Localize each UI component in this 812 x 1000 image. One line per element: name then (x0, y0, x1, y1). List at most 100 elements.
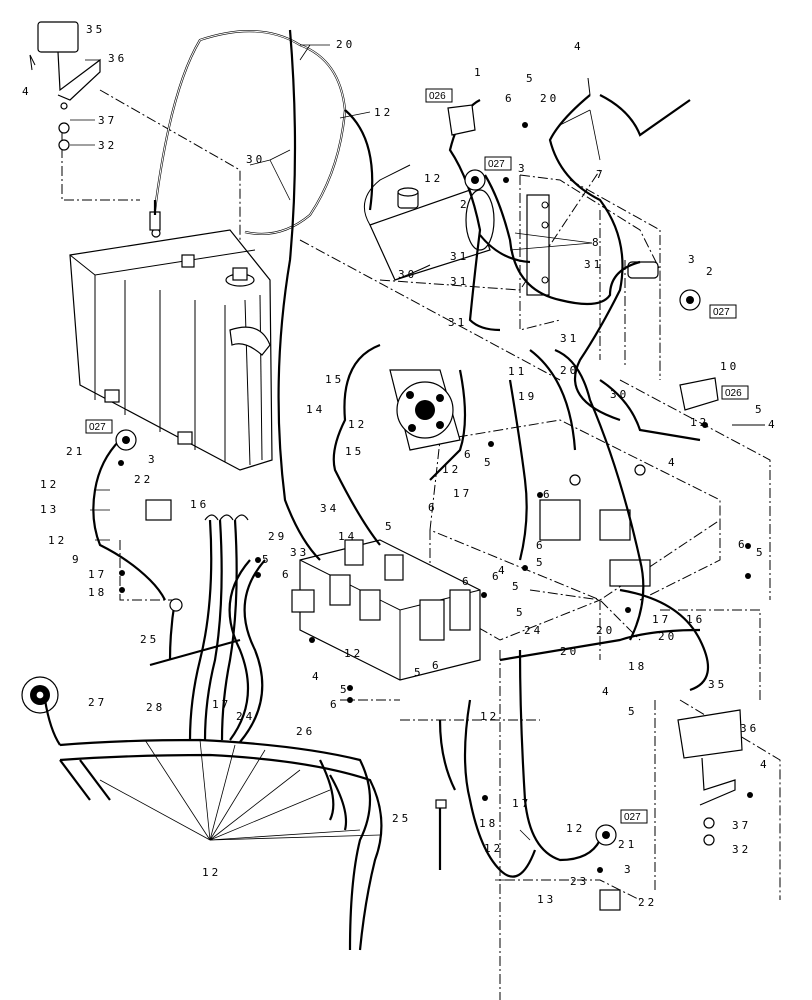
right-frame-bracket (519, 174, 661, 375)
callout: 37 (732, 819, 751, 832)
callout: 31 (450, 250, 469, 263)
callout: 17 (652, 613, 671, 626)
rotary-component (389, 369, 461, 451)
callout: 5 (385, 520, 395, 533)
callout: 12 (484, 842, 503, 855)
leader-lines (70, 44, 601, 881)
callout: 12 (442, 463, 461, 476)
callout: 30 (398, 268, 417, 281)
callout: 5 (262, 553, 272, 566)
ref-027-bottom: 027 (620, 809, 648, 824)
callout: 31 (448, 316, 467, 329)
callout: 1 (474, 66, 484, 79)
callout: 11 (508, 365, 527, 378)
callout: 5 (484, 456, 494, 469)
callout: 21 (66, 445, 85, 458)
callout: 14 (338, 530, 357, 543)
callout: 5 (536, 556, 546, 569)
callout: 18 (628, 660, 647, 673)
callout: 31 (450, 275, 469, 288)
callout: 5 (755, 403, 765, 416)
svg-text:027: 027 (488, 159, 505, 170)
callout: 25 (140, 633, 159, 646)
ref-026-top: 026 (425, 88, 453, 103)
gear-sender (21, 676, 59, 714)
callout: 6 (462, 575, 472, 588)
callout: 12 (424, 172, 443, 185)
callout: 6 (492, 570, 502, 583)
callout: 31 (560, 332, 579, 345)
callout: 29 (268, 530, 287, 543)
callout: 13 (537, 893, 556, 906)
callout: 32 (732, 843, 751, 856)
callout: 35 (708, 678, 727, 691)
callout: 37 (98, 114, 117, 127)
callout: 2 (706, 265, 716, 278)
callout: 24 (236, 710, 255, 723)
callout: 13 (40, 503, 59, 516)
callout: 31 (584, 258, 603, 271)
callout: 12 (202, 866, 221, 879)
callout: 23 (570, 875, 589, 888)
callout: 16 (686, 613, 705, 626)
wiring-harness (43, 29, 710, 951)
callout: 10 (720, 360, 739, 373)
callout: 6 (282, 568, 292, 581)
callout: 26 (296, 725, 315, 738)
callout: 17 (512, 797, 531, 810)
svg-text:026: 026 (429, 91, 446, 102)
callout: 20 (560, 364, 579, 377)
callout: 5 (512, 580, 522, 593)
callout: 20 (560, 645, 579, 658)
callout: 18 (479, 817, 498, 830)
callout: 17 (88, 568, 107, 581)
svg-text:026: 026 (725, 388, 742, 399)
callout: 2 (460, 198, 470, 211)
callout: 30 (246, 153, 265, 166)
callout: 3 (688, 253, 698, 266)
callout: 6 (428, 501, 438, 514)
fuel-tank (69, 211, 273, 471)
callout: 12 (40, 478, 59, 491)
ref-027-left: 027 (85, 419, 113, 434)
callout: 12 (48, 534, 67, 547)
callout: 32 (98, 139, 117, 152)
ref-027-top: 027 (484, 156, 512, 171)
callout: 34 (320, 502, 339, 515)
callout-labels: 35 36 4 37 32 20 12 30 1 5 6 4 20 7 12 2… (22, 23, 778, 909)
callout: 6 (330, 698, 340, 711)
callout: 4 (22, 85, 32, 98)
callout: 12 (480, 710, 499, 723)
callout: 17 (212, 698, 231, 711)
callout: 20 (658, 630, 677, 643)
callout: 25 (392, 812, 411, 825)
callout: 22 (638, 896, 657, 909)
callout: 17 (453, 487, 472, 500)
callout: 7 (596, 168, 606, 181)
callout: 12 (566, 822, 585, 835)
callout: 22 (134, 473, 153, 486)
callout: 15 (345, 445, 364, 458)
callout: 4 (668, 456, 678, 469)
callout: 8 (592, 236, 602, 249)
callout: 6 (536, 539, 546, 552)
svg-text:027: 027 (89, 422, 106, 433)
callout: 5 (756, 546, 766, 559)
callout: 30 (610, 388, 629, 401)
callout: 5 (414, 666, 424, 679)
svg-text:027: 027 (713, 307, 730, 318)
callout: 3 (518, 162, 528, 175)
callout: 9 (72, 553, 82, 566)
callout: 6 (738, 538, 748, 551)
callout: 36 (108, 52, 127, 65)
callout: 16 (190, 498, 209, 511)
callout: 14 (306, 403, 325, 416)
callout: 36 (740, 722, 759, 735)
callout: 18 (88, 586, 107, 599)
callout: 6 (432, 659, 442, 672)
ref-026-right: 026 (721, 385, 749, 400)
ref-027-right: 027 (709, 304, 737, 319)
callout: 4 (768, 418, 778, 431)
callout: 20 (540, 92, 559, 105)
